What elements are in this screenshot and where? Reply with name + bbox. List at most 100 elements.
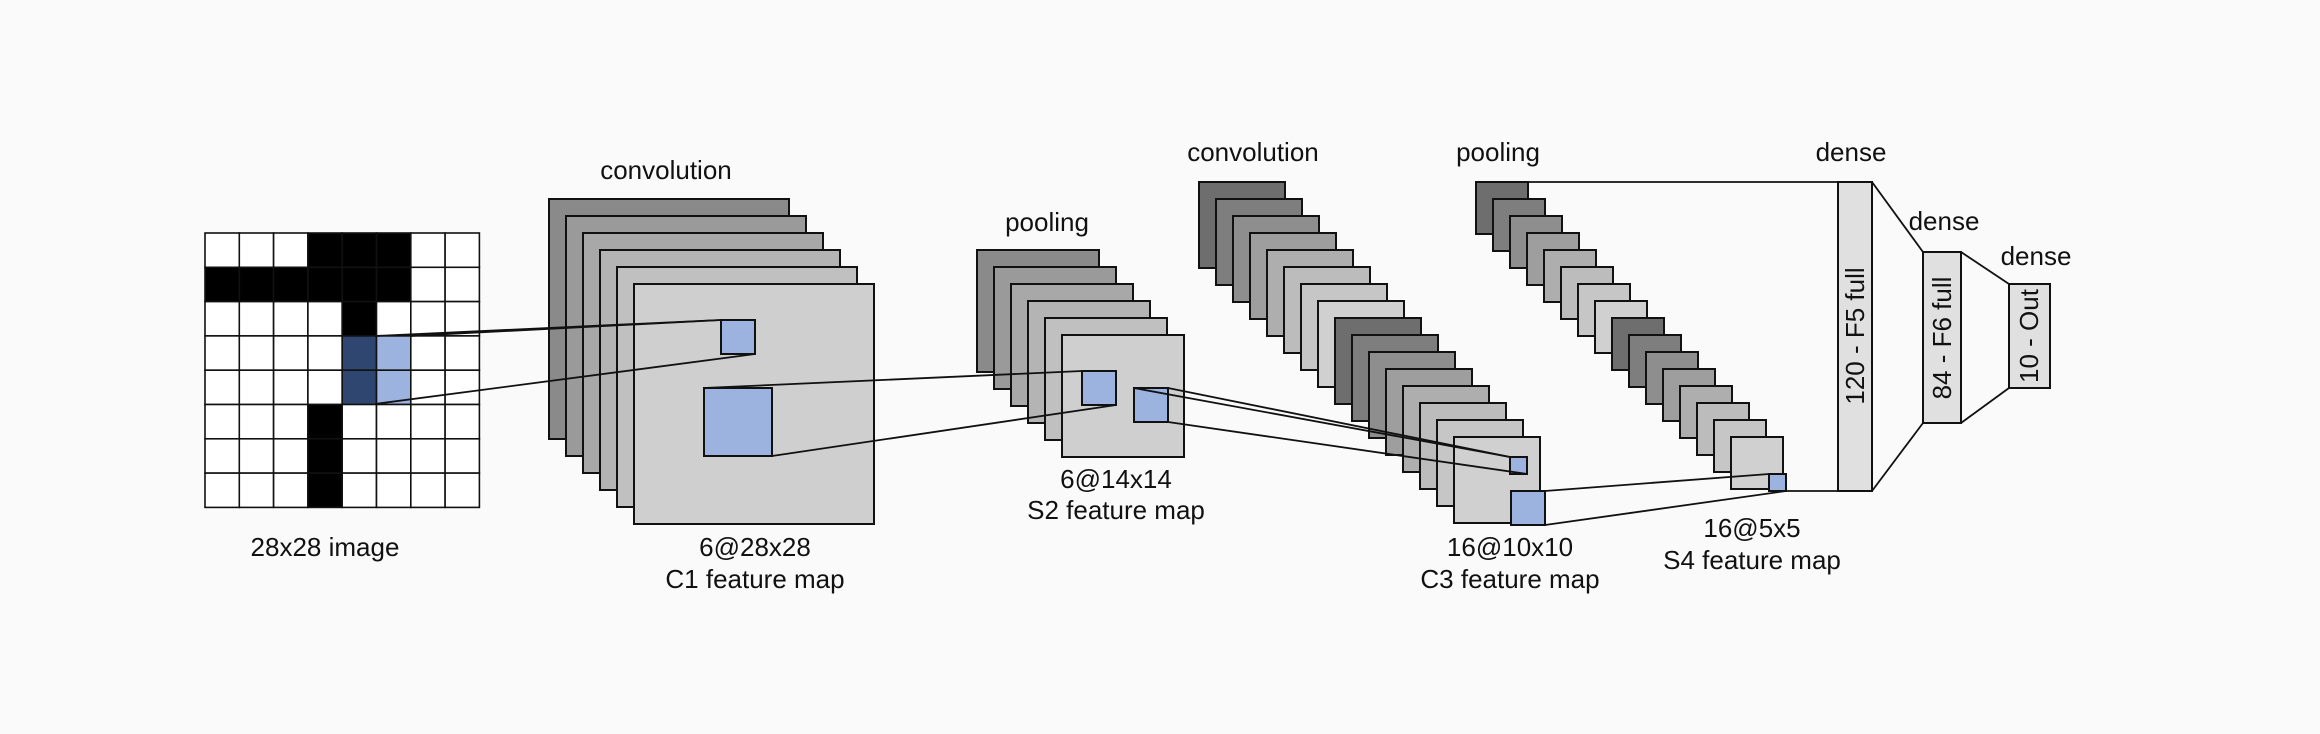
input-cell xyxy=(238,472,275,509)
projection-line xyxy=(1133,387,1511,458)
input-cell xyxy=(375,266,412,303)
input-cell xyxy=(341,300,378,337)
conv2-op-label: convolution xyxy=(1187,137,1319,167)
c1-name-label: C1 feature map xyxy=(665,564,844,594)
input-cell xyxy=(272,437,309,474)
f5-label: 120 - F5 full xyxy=(1840,267,1870,404)
input-cell xyxy=(307,266,343,303)
input-cell xyxy=(204,403,241,440)
input-cell xyxy=(375,403,412,440)
input-cell xyxy=(204,266,241,303)
s2-name-label: S2 feature map xyxy=(1027,495,1205,525)
projection-lines xyxy=(374,181,1838,526)
input-cell xyxy=(409,472,446,509)
receptive-field xyxy=(1081,370,1117,406)
input-cell xyxy=(272,335,309,371)
input-cell xyxy=(272,232,309,269)
input-cell xyxy=(341,335,378,371)
c3-size-label: 16@10x10 xyxy=(1447,532,1573,562)
input-cell xyxy=(238,335,275,371)
projection-line xyxy=(771,404,1117,457)
input-cell xyxy=(341,403,378,440)
receptive-field xyxy=(1509,456,1528,475)
f6-layer xyxy=(1922,251,1962,424)
input-cell xyxy=(375,472,412,509)
input-cell xyxy=(444,232,481,269)
input-cell xyxy=(238,232,275,269)
input-cell xyxy=(238,266,275,303)
input-cell xyxy=(307,300,343,337)
receptive-field xyxy=(703,387,773,457)
input-cell xyxy=(238,437,275,474)
input-cell xyxy=(238,369,275,406)
input-cell xyxy=(204,437,241,474)
s2-feature-map-stack xyxy=(976,249,1185,458)
dense2-op-label: dense xyxy=(1909,206,1980,236)
pool2-op-label: pooling xyxy=(1456,137,1540,167)
input-cell xyxy=(409,266,446,303)
input-cell xyxy=(375,300,412,337)
input-cell xyxy=(409,403,446,440)
projection-line xyxy=(703,370,1083,389)
input-cell xyxy=(272,403,309,440)
input-cell xyxy=(341,232,378,269)
input-cell xyxy=(307,369,343,406)
input-cell xyxy=(444,403,481,440)
diagram-labels: 28x28 image convolution 6@28x28 C1 featu… xyxy=(251,137,2072,594)
f6-label: 84 - F6 full xyxy=(1927,277,1957,400)
input-cell xyxy=(341,266,378,303)
input-cell xyxy=(204,472,241,509)
dense-layers: 120 - F5 full 84 - F6 full 10 - Out xyxy=(1837,181,2051,492)
input-cell xyxy=(307,437,343,474)
input-cell xyxy=(204,232,241,269)
input-cell xyxy=(307,335,343,371)
f5-layer xyxy=(1837,181,1873,492)
input-cell xyxy=(444,437,481,474)
c1-feature-map-stack xyxy=(548,198,875,525)
receptive-field xyxy=(1510,490,1546,526)
c1-size-label: 6@28x28 xyxy=(699,532,811,562)
input-cell xyxy=(341,472,378,509)
input-cell xyxy=(307,472,343,509)
input-cell xyxy=(444,335,481,371)
input-cell xyxy=(444,369,481,406)
input-cell xyxy=(375,335,412,371)
projection-line xyxy=(1167,421,1528,475)
input-cell xyxy=(204,335,241,371)
out-layer xyxy=(2008,283,2051,389)
input-cell xyxy=(272,369,309,406)
input-cell xyxy=(238,300,275,337)
input-cell xyxy=(307,232,343,269)
projection-line xyxy=(1544,473,1770,492)
s4-feature-map-stack xyxy=(1475,181,1784,490)
input-cell xyxy=(409,437,446,474)
receptive-field xyxy=(1768,473,1787,492)
input-cell xyxy=(307,403,343,440)
c3-feature-map-stack xyxy=(1198,181,1541,524)
dense3-op-label: dense xyxy=(2001,241,2072,271)
receptive-field xyxy=(720,319,756,355)
input-cell xyxy=(204,369,241,406)
input-cell xyxy=(409,335,446,371)
projection-line xyxy=(1167,387,1511,458)
s4-name-label: S4 feature map xyxy=(1663,545,1841,575)
input-cell xyxy=(341,369,378,406)
input-cell xyxy=(272,472,309,509)
dense1-op-label: dense xyxy=(1816,137,1887,167)
conv1-op-label: convolution xyxy=(600,155,732,185)
s4-size-label: 16@5x5 xyxy=(1703,513,1800,543)
receptive-field-highlights xyxy=(703,319,1787,526)
input-cell xyxy=(238,403,275,440)
projection-line xyxy=(409,319,722,337)
c3-name-label: C3 feature map xyxy=(1420,564,1599,594)
input-cell xyxy=(204,300,241,337)
input-cell xyxy=(272,266,309,303)
projection-line xyxy=(374,353,756,405)
input-cell xyxy=(375,437,412,474)
input-cell xyxy=(444,266,481,303)
input-cell xyxy=(444,472,481,509)
input-image-grid xyxy=(204,232,481,509)
pool1-op-label: pooling xyxy=(1005,207,1089,237)
input-cell xyxy=(409,232,446,269)
